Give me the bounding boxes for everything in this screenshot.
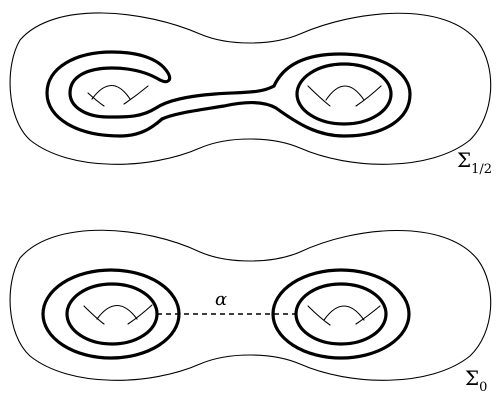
top-surface-outline	[10, 13, 491, 164]
bottom-right-inner-curve	[296, 284, 386, 344]
bottom-left-hole	[84, 305, 152, 324]
top-right-inner-curve	[297, 64, 391, 124]
bottom-surface-symbol: Σ	[465, 366, 479, 390]
top-surface-symbol: Σ	[457, 148, 471, 172]
top-left-hole	[88, 86, 148, 107]
bottom-surface-subscript: 0	[479, 380, 487, 395]
top-surface	[10, 13, 491, 164]
bottom-right-hole	[308, 306, 380, 325]
bottom-surface-outline	[10, 230, 491, 380]
top-right-hole	[308, 86, 381, 106]
top-surface-label: Σ1/2	[457, 148, 492, 172]
bottom-left-inner-curve	[67, 284, 157, 344]
bottom-surface	[10, 230, 491, 380]
top-left-spiral-curve	[47, 52, 274, 136]
top-surface-subscript: 1/2	[471, 162, 492, 177]
bottom-surface-label: Σ0	[465, 366, 487, 390]
alpha-label: α	[215, 289, 227, 310]
